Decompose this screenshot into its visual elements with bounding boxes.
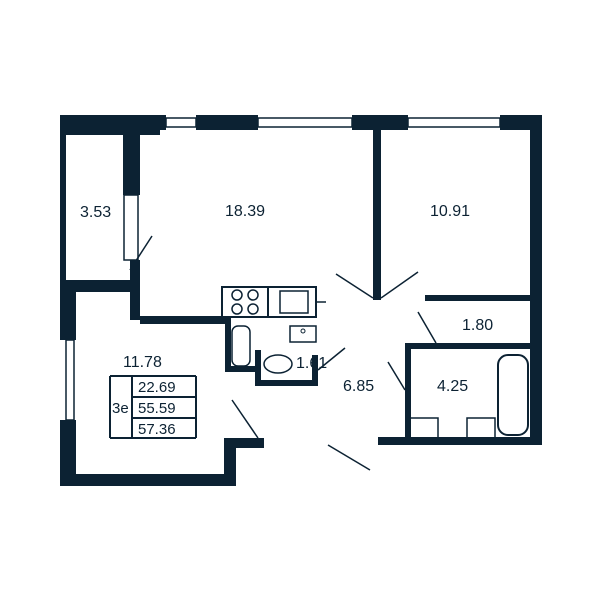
apartment-type: 3е (112, 400, 129, 417)
walls (60, 115, 542, 486)
room-living: 18.39 (225, 203, 265, 220)
room-hall: 6.85 (343, 378, 374, 395)
windows (65, 117, 501, 421)
room-wc-small: 1.80 (462, 317, 493, 334)
room-bedroom: 10.91 (430, 203, 470, 220)
living-area: 22.69 (138, 379, 176, 396)
room-bath-small: 1.61 (296, 355, 327, 372)
total-area: 55.59 (138, 400, 176, 417)
room-bathroom: 4.25 (437, 378, 468, 395)
room-balcony: 3.53 (80, 204, 111, 221)
area-summary: 3е 22.69 55.59 57.36 (109, 375, 197, 439)
doors (129, 235, 437, 471)
room-kitchen: 11.78 (123, 354, 162, 371)
total-with-balcony: 57.36 (138, 421, 176, 438)
bath-fixtures (231, 325, 529, 439)
kitchen-fixtures (221, 286, 326, 318)
